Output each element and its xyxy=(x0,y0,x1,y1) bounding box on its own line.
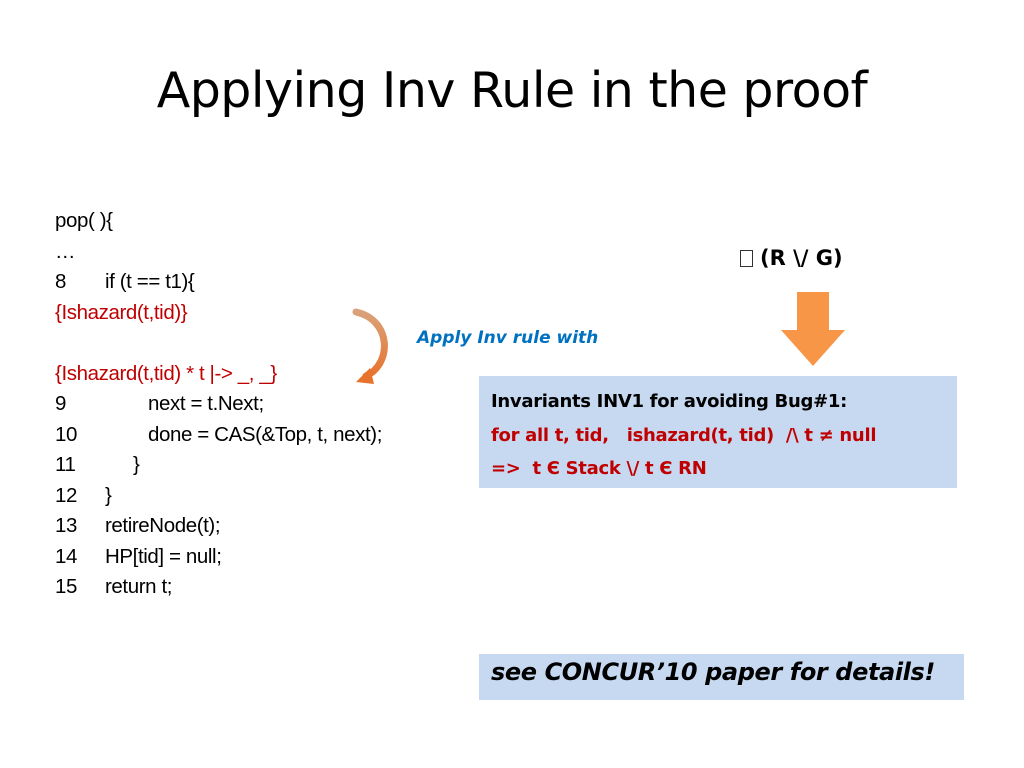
curved-arrow-icon xyxy=(352,308,388,384)
invariant-heading: Invariants INV1 for avoiding Bug#1: xyxy=(491,391,847,412)
line-number: 15 xyxy=(55,575,78,598)
box-operator-icon xyxy=(740,249,753,267)
code-text: … xyxy=(55,239,76,263)
code-text: {Ishazard(t,tid)} xyxy=(55,300,188,324)
line-number: 14 xyxy=(55,544,78,568)
code-text: HP[tid] = null; xyxy=(105,544,222,568)
rely-guarantee-label: (R \/ G) xyxy=(740,246,843,270)
code-text: return t; xyxy=(105,575,173,598)
line-number: 9 xyxy=(55,392,67,415)
code-text: pop( ){ xyxy=(55,209,113,232)
code-text: } xyxy=(105,483,112,507)
code-text: } xyxy=(133,453,140,476)
code-text: done = CAS(&Top, t, next); xyxy=(148,422,383,446)
rely-guarantee-text: (R \/ G) xyxy=(760,246,843,270)
concur-paper-note: see CONCUR’10 paper for details! xyxy=(479,654,964,700)
line-number: 12 xyxy=(55,483,78,507)
code-text: retireNode(t); xyxy=(105,514,221,537)
line-number: 10 xyxy=(55,422,78,446)
slide-title: Applying Inv Rule in the proof xyxy=(156,62,868,119)
code-text: next = t.Next; xyxy=(148,392,264,415)
invariant-line-1: for all t, tid, ishazard(t, tid) /\ t ≠ … xyxy=(491,424,877,446)
line-number: 11 xyxy=(55,453,76,476)
down-arrow-icon xyxy=(781,292,845,366)
code-text: {Ishazard(t,tid) * t |-> _, _} xyxy=(55,361,277,385)
invariant-box: Invariants INV1 for avoiding Bug#1: for … xyxy=(479,376,957,488)
apply-inv-rule-label: Apply Inv rule with xyxy=(417,328,599,348)
line-number: 8 xyxy=(55,270,67,293)
line-number: 13 xyxy=(55,514,78,537)
code-text: if (t == t1){ xyxy=(105,270,195,293)
invariant-line-2: => t Є Stack \/ t Є RN xyxy=(491,458,707,479)
